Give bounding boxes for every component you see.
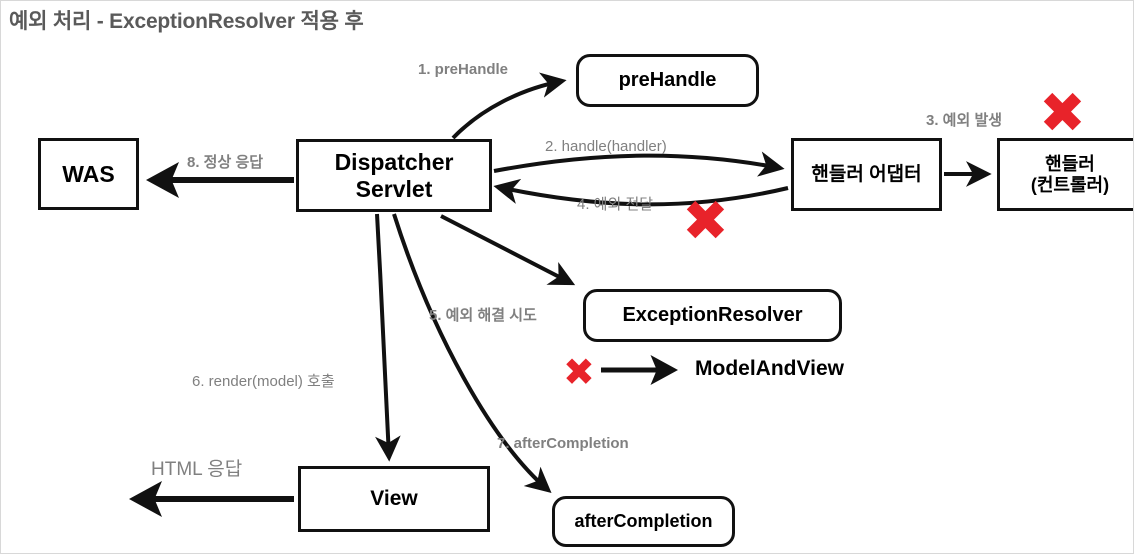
edge-label-step-8: 8. 정상 응답 [187, 154, 264, 171]
node-label-prehandle: preHandle [618, 69, 717, 91]
arrow-render [375, 213, 401, 462]
arrow-handle [493, 151, 785, 177]
node-handler-adapter: 핸들러 어댑터 [791, 138, 942, 211]
node-handler-controller: 핸들러 (컨트롤러) [997, 138, 1133, 211]
edge-label-step-6: 6. render(model) 호출 [192, 373, 335, 390]
node-exception-resolver: ExceptionResolver [583, 289, 842, 342]
free-text-model-and-view: ModelAndView [695, 357, 844, 380]
node-dispatcher-servlet: Dispatcher Servlet [296, 139, 492, 212]
edge-label-step-5: 5. 예외 해결 시도 [429, 307, 537, 324]
edge-label-step-4: 4. 예외 전달 [577, 196, 654, 213]
arrow-prehandle [451, 72, 567, 140]
edge-label-step-2: 2. handle(handler) [545, 138, 667, 155]
node-label-after-completion: afterCompletion [574, 511, 713, 532]
arrow-resolver [440, 214, 576, 286]
node-prehandle: preHandle [576, 54, 759, 107]
node-label-handler-adapter: 핸들러 어댑터 [811, 163, 922, 185]
node-label-exception-resolver: ExceptionResolver [622, 304, 803, 326]
node-label-handler-controller: 핸들러 (컨트롤러) [1030, 153, 1110, 195]
node-after-completion: afterCompletion [552, 496, 735, 547]
edge-label-html-response: HTML 응답 [151, 459, 243, 480]
x-exception-propagate-icon: ✖ [682, 189, 729, 254]
node-was: WAS [38, 138, 139, 210]
x-model-and-view-icon: ✖ [563, 350, 595, 394]
node-label-was: WAS [62, 160, 115, 187]
edge-label-step-1: 1. preHandle [418, 61, 509, 78]
edge-label-step-3: 3. 예외 발생 [926, 112, 1003, 129]
page-title: 예외 처리 - ExceptionResolver 적용 후 [9, 10, 364, 33]
node-label-view: View [370, 486, 418, 510]
node-view: View [298, 466, 490, 532]
x-handler-exception-icon: ✖ [1039, 81, 1086, 146]
edge-label-step-7: 7. afterCompletion [497, 435, 629, 452]
node-label-dispatcher-servlet: Dispatcher Servlet [334, 149, 454, 202]
